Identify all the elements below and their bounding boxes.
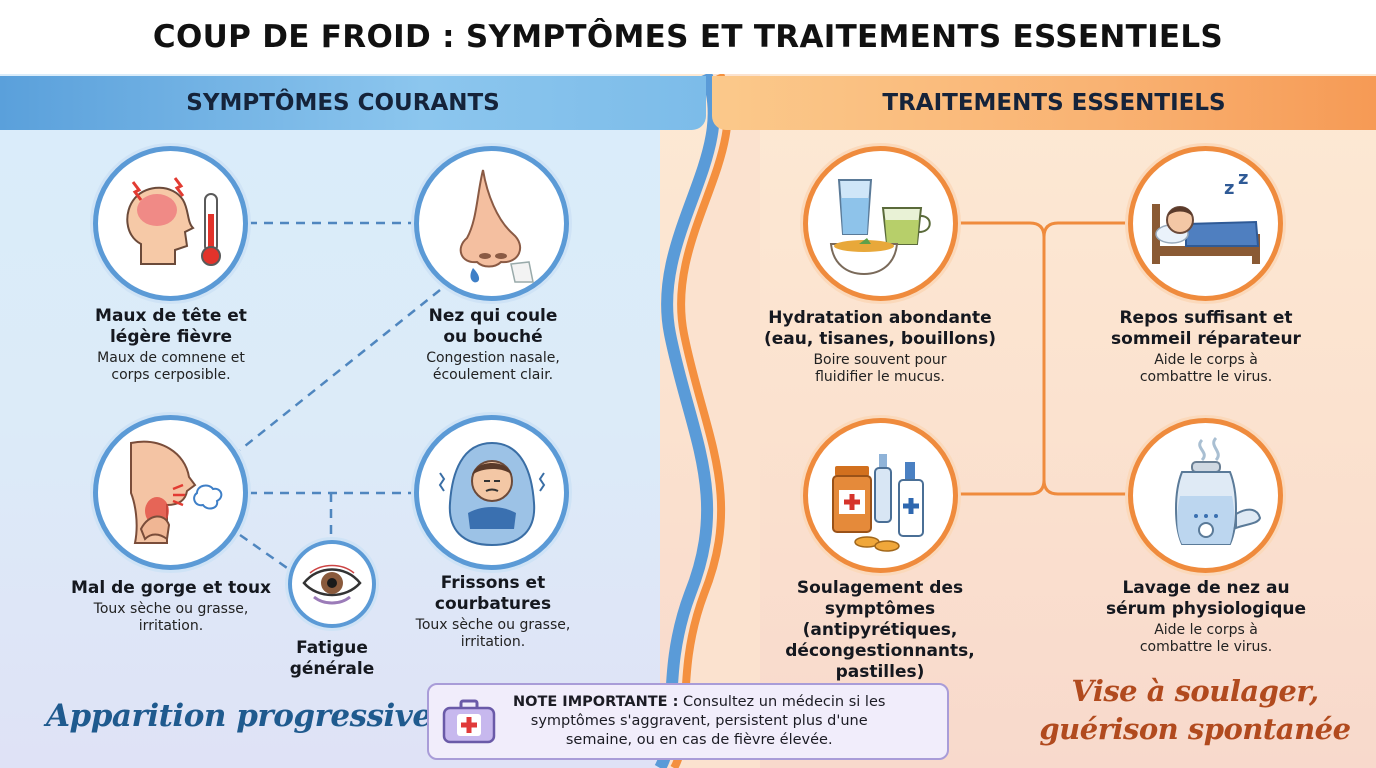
tired-eye-circle [288, 540, 376, 628]
symptoms-slogan: Apparition progressive [46, 698, 432, 734]
sore-throat-cough-icon [129, 440, 222, 544]
hydration-drinks-icon [829, 178, 931, 275]
treatment-sleep-label: Repos suffisant et sommeil réparateur Ai… [1111, 308, 1301, 385]
svg-text:z: z [1238, 168, 1248, 189]
headache-circle [93, 146, 248, 301]
svg-text:z: z [1224, 178, 1234, 199]
humidifier-circle [1128, 418, 1283, 573]
humidifier-icon [1174, 436, 1261, 545]
first-aid-kit-icon [442, 699, 496, 743]
runny-nose-circle [414, 146, 569, 301]
treatments-header-title: TRAITEMENTS ESSENTIELS [882, 90, 1226, 116]
hydration-circle [803, 146, 958, 301]
headache-thermometer-icon [125, 176, 221, 266]
symptoms-header: SYMPTÔMES COURANTS [0, 76, 706, 130]
runny-nose-icon [459, 169, 534, 283]
treatment-medicine-label: Soulagement des symptômes (antipyrétique… [785, 578, 975, 682]
treatment-hydration-label: Hydratation abondante (eau, tisanes, bou… [763, 308, 997, 385]
wave-divider [654, 74, 760, 768]
symptoms-header-title: SYMPTÔMES COURANTS [186, 90, 500, 116]
important-note-text: NOTE IMPORTANTE : Consultez un médecin s… [513, 693, 885, 750]
symptom-fatigue-label: Fatigue générale [289, 638, 375, 679]
treatments-header: TRAITEMENTS ESSENTIELS [712, 76, 1376, 130]
page-title: COUP DE FROID : SYMPTÔMES ET TRAITEMENTS… [152, 19, 1224, 55]
shivering-blanket-icon [438, 441, 545, 546]
note-line1: Consultez un médecin si les [682, 694, 886, 710]
medicine-bottles-icon [831, 453, 924, 552]
symptom-nose-label: Nez qui coule ou bouché Congestion nasal… [426, 306, 560, 383]
note-line3: semaine, ou en cas de fièvre élevée. [565, 732, 833, 748]
tired-eye-icon [302, 564, 362, 605]
sleep-circle: z z [1128, 146, 1283, 301]
treatments-slogan: Vise à soulager, guérison spontanée [1030, 672, 1360, 748]
symptom-chills-label: Frissons et courbatures Toux sèche ou gr… [415, 573, 571, 650]
symptom-headache-label: Maux de tête et légère fièvre Maux de co… [95, 306, 247, 383]
important-note-box: NOTE IMPORTANTE : Consultez un médecin s… [427, 683, 949, 760]
medicine-circle [803, 418, 958, 573]
treatments-slogan-line2: guérison spontanée [1039, 712, 1351, 746]
treatment-nasal-wash-label: Lavage de nez au sérum physiologique Aid… [1105, 578, 1307, 655]
shivering-circle [414, 415, 569, 570]
treatments-slogan-line1: Vise à soulager, [1071, 674, 1319, 708]
note-label: NOTE IMPORTANTE : [513, 694, 679, 710]
title-bar: COUP DE FROID : SYMPTÔMES ET TRAITEMENTS… [0, 0, 1376, 74]
symptom-throat-label: Mal de gorge et toux Toux sèche ou grass… [70, 578, 272, 634]
sore-throat-circle [93, 415, 248, 570]
sleeping-bed-icon: z z [1151, 168, 1260, 264]
note-line2: symptômes s'aggravent, persistent plus d… [530, 713, 868, 729]
